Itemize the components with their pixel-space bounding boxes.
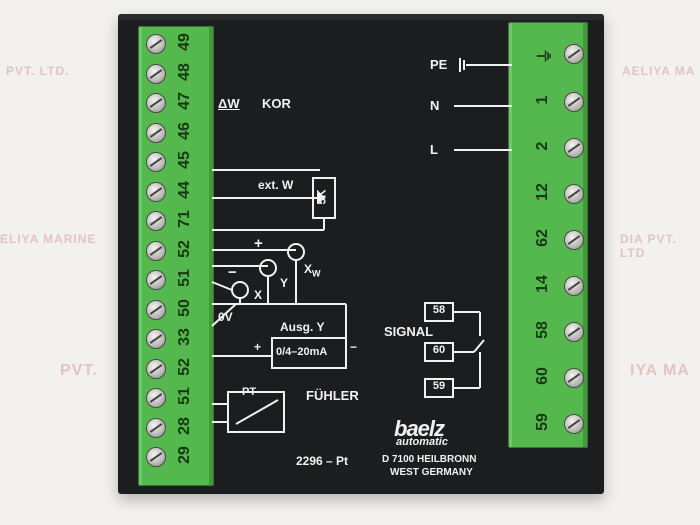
minus-label: − xyxy=(228,264,237,281)
ext-w-label: ext. W xyxy=(258,178,294,192)
minus-out-label: − xyxy=(350,340,358,354)
pe-label: PE xyxy=(430,57,448,72)
delta-w-label: ΔW xyxy=(218,96,240,111)
left-screw xyxy=(146,329,166,349)
xw-label: XW xyxy=(304,262,321,279)
left-screw xyxy=(146,63,166,84)
left-screw xyxy=(146,240,166,261)
left-screw xyxy=(146,447,166,467)
resistor-5k-label: 5K xyxy=(314,189,329,205)
brand-logo: baelz xyxy=(394,416,445,441)
brand-sub: automatic xyxy=(396,436,448,448)
brand-address2: WEST GERMANY xyxy=(390,467,473,478)
left-screw xyxy=(146,93,166,113)
brand-address1: D 7100 HEILBRONN xyxy=(382,454,477,465)
kor-label: KOR xyxy=(262,96,291,111)
left-screw xyxy=(146,417,166,438)
pt-label: PT xyxy=(242,386,257,398)
signal-label: SIGNAL xyxy=(384,324,434,339)
left-screw xyxy=(146,388,166,408)
plus-label: + xyxy=(254,235,263,252)
watermark: AELIYA MA xyxy=(622,64,696,78)
right-screw xyxy=(564,414,584,434)
watermark: PVT. xyxy=(60,362,98,379)
model-label: 2296 – Pt xyxy=(296,454,349,468)
fuhler-label: FÜHLER xyxy=(306,388,359,403)
right-screw xyxy=(564,322,584,342)
left-screw xyxy=(146,34,166,54)
ausg-y-label: Ausg. Y xyxy=(280,320,325,334)
x-label: X xyxy=(254,288,263,302)
left-screw xyxy=(146,122,166,143)
left-screw xyxy=(146,211,166,231)
watermark: DIA PVT. LTD xyxy=(620,232,677,260)
left-screw xyxy=(146,299,166,320)
y-label: Y xyxy=(280,276,289,290)
right-screw xyxy=(564,184,584,204)
left-screw xyxy=(146,181,166,202)
signal-box-58: 58 xyxy=(424,302,454,322)
right-screw xyxy=(564,368,584,388)
left-screw xyxy=(146,358,166,379)
right-screw xyxy=(564,230,584,250)
right-screw xyxy=(564,276,584,296)
watermark: ELIYA MARINE xyxy=(0,232,97,246)
right-screw xyxy=(564,138,584,158)
signal-box-59: 59 xyxy=(424,378,454,398)
signal-box-60: 60 xyxy=(424,342,454,362)
right-screw xyxy=(564,92,584,112)
plus-out-label: + xyxy=(254,340,262,354)
watermark: PVT. LTD. xyxy=(6,64,70,78)
watermark: IYA MA xyxy=(630,362,690,379)
left-screw xyxy=(146,152,166,172)
left-screw xyxy=(146,270,166,290)
right-screw xyxy=(564,44,584,64)
l-label: L xyxy=(430,142,438,157)
output-range-label: 0/4–20mA xyxy=(276,346,328,358)
zero-v-label: 0V xyxy=(218,310,233,324)
n-label: N xyxy=(430,98,440,113)
